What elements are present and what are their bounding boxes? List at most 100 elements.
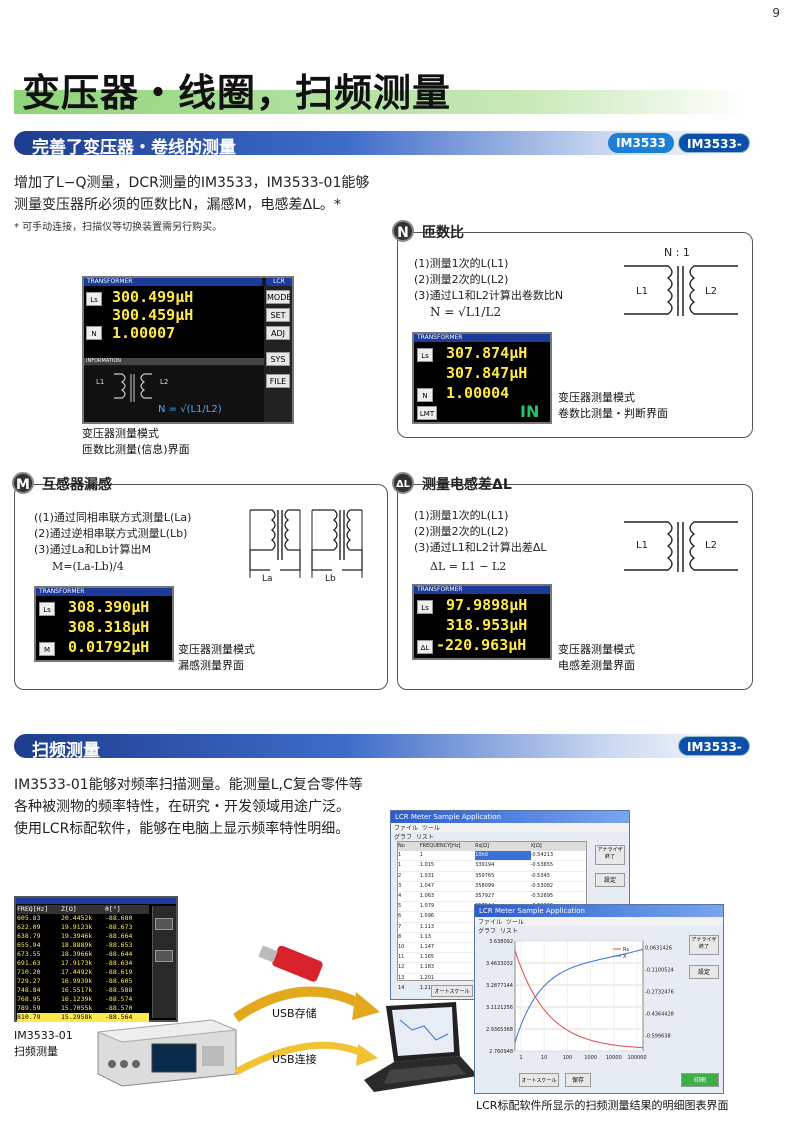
l1-label: L1 (96, 378, 105, 386)
analyze-end-button[interactable]: アナライザ 終了 (595, 845, 625, 865)
col-x: X[Ω] (530, 843, 542, 849)
transformer-diagram-icon (624, 521, 738, 572)
menu-bar: ファイル ツール (475, 917, 723, 926)
print-button[interactable]: 印刷 (681, 1073, 719, 1087)
inductance-diff-formula: ΔL = L1 − L2 (430, 560, 507, 573)
table-cell: -0.52695 (530, 893, 554, 900)
step-1: (1)测量1次的L(L1) (414, 509, 509, 522)
table-cell: 13 (398, 974, 405, 981)
analyze-end-button[interactable]: アナライザ 終了 (689, 935, 719, 955)
screen-header: TRANSFORMER (84, 278, 262, 286)
step-2: (2)通过逆相串联方式测量L(Lb) (34, 527, 188, 540)
scroll-down-button[interactable] (155, 950, 173, 962)
l1-label: L1 (636, 540, 648, 551)
badge-im3533-01: IM3533-01 (678, 133, 750, 171)
table-cell: 10h0 (475, 851, 531, 861)
table-cell: 1 (398, 852, 402, 859)
ls-label: Ls (417, 600, 433, 614)
table-cell: 1 (419, 852, 423, 859)
main-caption-1: 变压器测量模式 (82, 427, 159, 440)
adj-button[interactable]: ADJ (266, 326, 290, 340)
table-cell: 622.09 (17, 923, 41, 931)
table-cell: 8 (398, 933, 402, 940)
ls-value-2: 300.459μH (112, 306, 194, 324)
sys-button[interactable]: SYS (266, 352, 290, 366)
table-cell: -88.644 (105, 950, 133, 958)
autoscale-button[interactable]: オートスケール (519, 1073, 559, 1087)
m-label: M (39, 642, 55, 656)
inductance-diff-screen: TRANSFORMER Ls 97.9898μH 318.953μH ΔL -2… (412, 584, 552, 660)
save-button[interactable]: 保存 (565, 1073, 591, 1087)
n-badge-icon: N (392, 220, 414, 242)
table-header: No FREQUENCY[Hz] Rs[Ω] X[Ω] (398, 842, 586, 852)
tab-graph[interactable]: グラフ (478, 928, 497, 935)
table-cell: 10 (398, 944, 405, 951)
leakage-formula: M=(La-Lb)/4 (52, 560, 124, 573)
menu-tool[interactable]: ツール (505, 919, 524, 926)
ls-label: Ls (39, 602, 55, 616)
table-cell: 1.201 (419, 974, 435, 981)
n-caption-2: 卷数比测量・判断界面 (558, 407, 668, 420)
menu-tool[interactable]: ツール (421, 825, 440, 832)
ls-value-1: 308.390μH (68, 598, 150, 616)
settings-button[interactable]: 設定 (689, 965, 719, 979)
col-frequency: FREQUENCY[Hz] (419, 843, 461, 849)
y-left-tick: 2.9365368 (486, 1027, 513, 1033)
legend-rs: Rs (623, 947, 629, 953)
ls-value-2: 308.318μH (68, 618, 150, 636)
m-caption-2: 漏感测量界面 (178, 659, 244, 672)
sweep-line-1: IM3533-01能够对频率扫描测量。能测量L,C复合零件等 (14, 777, 363, 793)
col-no: No (398, 843, 405, 849)
y-left-tick: 3.638092 (489, 939, 513, 945)
table-cell: 638.79 (17, 932, 41, 940)
autoscale-button[interactable]: オートスケール (431, 985, 473, 997)
legend-x: X (623, 954, 627, 960)
tab-list[interactable]: リスト (499, 928, 518, 935)
ls-value-2: 318.953μH (446, 616, 528, 634)
table-cell: 18.3966k (61, 950, 93, 958)
menu-file[interactable]: ファイル (394, 825, 419, 832)
tab-bar: グラフ リスト (391, 832, 629, 841)
screen-header (16, 898, 176, 904)
table-cell: 729.27 (17, 977, 41, 985)
scroll-up-button[interactable] (155, 918, 173, 930)
lmt-label: LMT (417, 406, 437, 420)
file-button[interactable]: FILE (266, 374, 290, 388)
section-header-sweep: 扫频测量 (14, 734, 750, 761)
main-caption-2: 匝数比测量(信息)界面 (82, 443, 190, 456)
table-cell: 15.2958k (61, 1013, 93, 1021)
table-cell: 17.9173k (61, 959, 93, 967)
mode-button[interactable]: MODE (266, 290, 291, 304)
set-button[interactable]: SET (266, 308, 290, 322)
tab-list[interactable]: リスト (415, 834, 434, 841)
lcr-label: LCR (266, 278, 292, 286)
menu-file[interactable]: ファイル (478, 919, 503, 926)
window-title: LCR Meter Sample Application (391, 811, 629, 823)
tab-graph[interactable]: グラフ (394, 834, 413, 841)
table-cell: -0.5345 (530, 872, 550, 879)
info-bar: INFORMATION (84, 358, 264, 365)
x-tick: 100000 (627, 1055, 646, 1061)
ratio-label: N : 1 (664, 246, 690, 259)
table-cell: 18.8889k (61, 941, 93, 949)
settings-button[interactable]: 設定 (595, 873, 625, 887)
la-label: La (262, 574, 273, 584)
table-cell: 4 (398, 893, 402, 900)
